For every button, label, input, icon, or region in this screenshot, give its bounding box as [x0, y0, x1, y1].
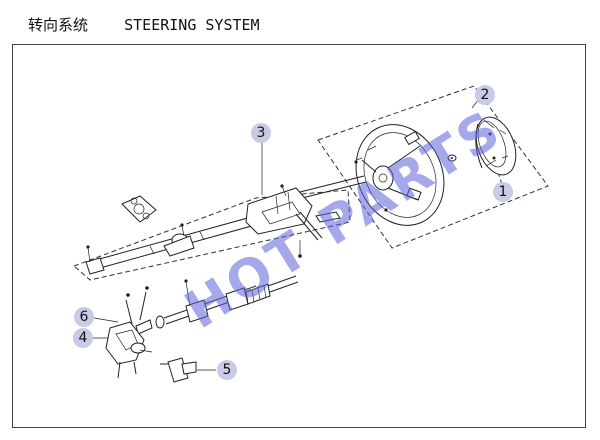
watermark-text: HOT PARTS: [175, 99, 513, 341]
airbag-module: [475, 116, 517, 176]
callout-5: 5: [217, 360, 237, 380]
column-group-boundary: [73, 189, 351, 281]
gasket-plate: [121, 195, 157, 223]
callout-6-label: 6: [80, 309, 89, 325]
callout-3: 3: [251, 123, 271, 143]
callout-1-label: 1: [499, 184, 508, 200]
washer: [447, 154, 457, 162]
callout-2-label: 2: [481, 87, 490, 103]
leader-6: [93, 317, 119, 323]
intermediate-shaft: [135, 275, 299, 335]
wheel-group-boundary: [317, 85, 549, 249]
diagram-frame: [12, 44, 586, 428]
callout-1: 1: [493, 182, 513, 202]
callout-6: 6: [74, 307, 94, 327]
callout-4: 4: [73, 328, 93, 348]
callout-3-label: 3: [257, 125, 266, 141]
steering-wheel: [354, 124, 445, 226]
page-title: 转向系统 STEERING SYSTEM: [28, 16, 260, 34]
callout-4-label: 4: [79, 330, 88, 346]
pinion-bolt: [160, 357, 197, 383]
universal-joint: [105, 286, 153, 379]
callout-2: 2: [475, 85, 495, 105]
steering-column: [85, 175, 367, 275]
callout-5-label: 5: [223, 362, 232, 378]
